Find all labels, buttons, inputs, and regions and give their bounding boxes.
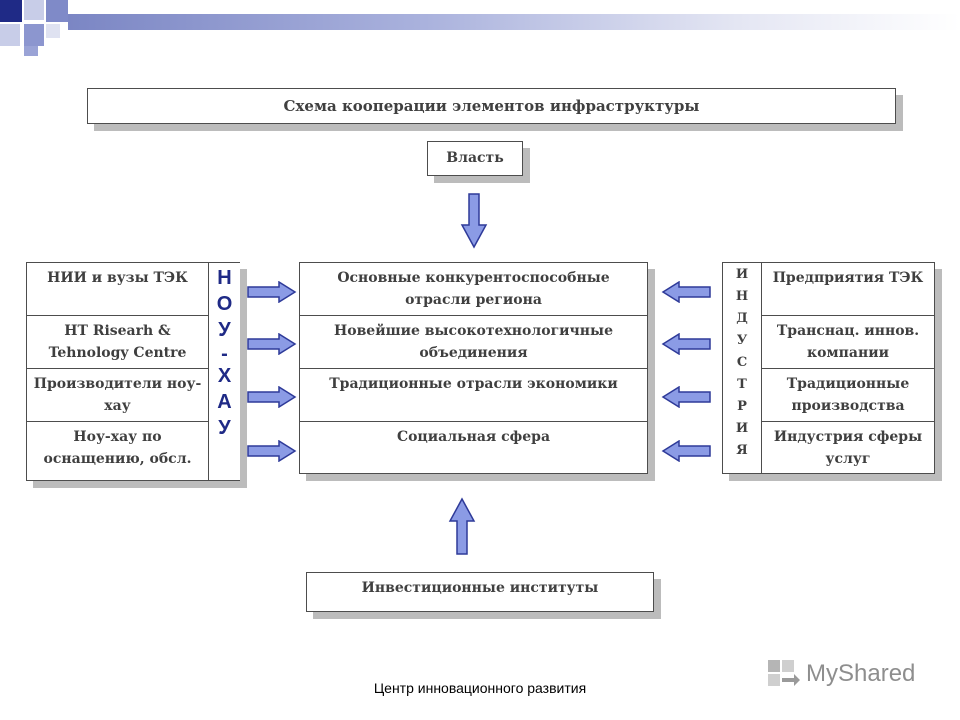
industry-letter: У [736,333,748,348]
top-gradient-bar [68,14,960,30]
knowhow-letter: А [217,391,232,413]
left-item: HT Risearh & Tehnology Centre [48,323,187,361]
arrow-left-icon [661,333,711,355]
industry-letter: Р [737,399,747,414]
center-block: Основные конкурентоспособные отрасли рег… [299,262,648,474]
divider [27,421,208,422]
power-label: Власть [446,150,504,166]
left-item: Ноу-хау по оснащению, обсл. [43,429,192,467]
knowhow-strip: Н О У - Х А У [208,263,240,480]
industry-letter: Я [736,443,748,458]
footer-caption: Центр инновационного развития [373,680,587,696]
arrow-left-icon [661,386,711,408]
arrow-left-icon [661,440,711,462]
knowhow-letter: Н [217,267,232,289]
industry-letter: И [735,421,749,436]
center-item: Традиционные отрасли экономики [329,376,618,392]
industry-strip: И Н Д У С Т Р И Я [723,263,762,473]
invest-box: Инвестиционные институты [306,572,654,612]
power-box: Власть [427,141,523,176]
center-item: Основные конкурентоспособные отрасли рег… [337,270,610,308]
divider [762,368,934,369]
left-item: НИИ и вузы ТЭК [47,270,188,286]
knowhow-letter: У [218,417,231,439]
right-item: Индустрия сферы услуг [773,429,923,467]
arrow-right-icon [247,333,297,355]
knowhow-letter: Х [217,365,232,387]
title-box: Схема кооперации элементов инфраструктур… [87,88,896,124]
divider [27,315,208,316]
logo-icon [768,660,800,686]
arrow-left-icon [661,281,711,303]
left-item: Производители ноу-хау [33,376,202,414]
knowhow-letter: - [221,343,228,365]
divider [300,368,647,369]
divider [300,421,647,422]
center-item: Социальная сфера [396,429,551,445]
arrow-right-icon [247,440,297,462]
left-block: НИИ и вузы ТЭК HT Risearh & Tehnology Ce… [26,262,240,481]
industry-letter: Д [736,311,748,326]
industry-letter: И [735,267,749,282]
knowhow-letter: У [218,319,231,341]
divider [762,421,934,422]
right-item: Транснац. иннов. компании [776,323,920,361]
arrow-right-icon [247,281,297,303]
logo-text: MyShared [806,660,916,687]
arrow-down-icon [460,193,488,249]
knowhow-letter: О [216,293,233,315]
arrow-up-icon [448,497,476,555]
divider [762,315,934,316]
divider [300,315,647,316]
corner-decoration [0,0,80,60]
divider [27,368,208,369]
industry-letter: С [736,355,748,370]
industry-letter: Т [737,377,747,392]
industry-letter: Н [735,289,749,304]
right-item: Предприятия ТЭК [772,270,924,286]
invest-label: Инвестиционные институты [361,580,599,596]
watermark-logo: MyShared [766,658,926,692]
center-item: Новейшие высокотехнологичные объединения [334,323,613,361]
right-block: И Н Д У С Т Р И Я Предприятия ТЭК Трансн… [722,262,935,474]
diagram-title: Схема кооперации элементов инфраструктур… [283,97,700,115]
arrow-right-icon [247,386,297,408]
right-item: Традиционные производства [786,376,910,414]
